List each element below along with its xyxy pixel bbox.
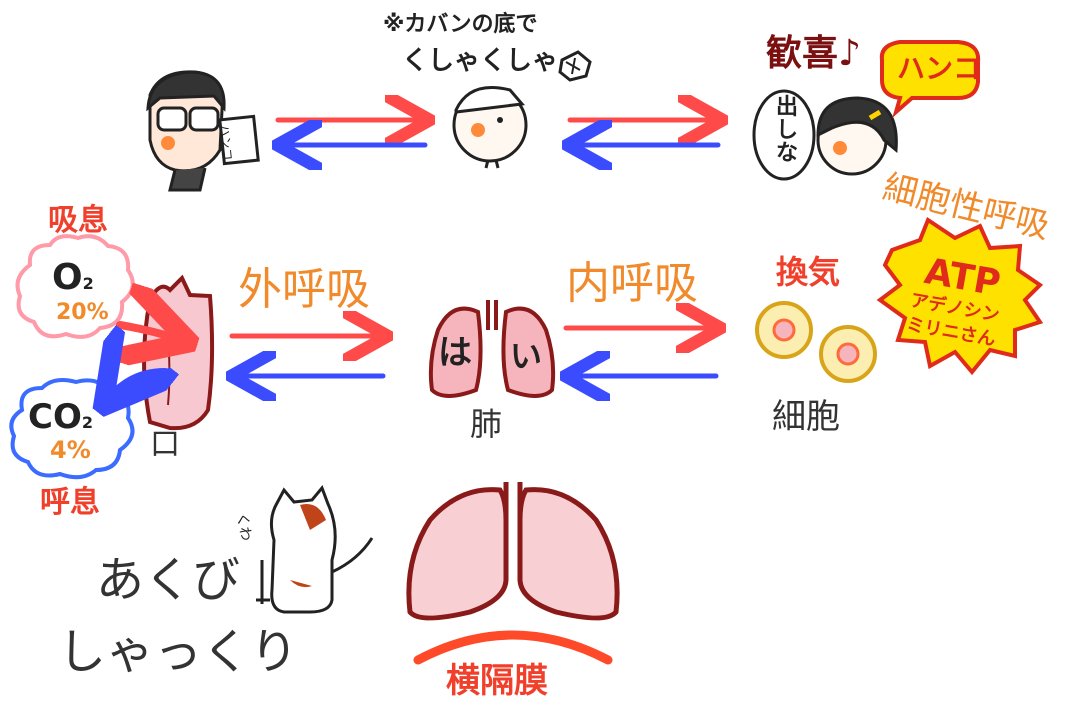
note-line-1: ※カバンの底で (383, 12, 538, 37)
large-lungs-icon (406, 482, 620, 621)
atp-burst (876, 216, 1044, 376)
o2-percent: 20% (56, 300, 109, 325)
co2-percent: 4% (50, 436, 91, 464)
exchange-label: 換気 (776, 253, 841, 291)
internal-respiration-label: 内呼吸 (566, 258, 698, 309)
joy-text: 歓喜♪ (766, 33, 861, 74)
cells-label: 細胞 (772, 397, 840, 437)
lungs-icon (428, 300, 556, 398)
speech-oval (752, 89, 816, 181)
hanko-bubble (879, 40, 981, 118)
o2-formula: O2 (52, 257, 94, 298)
lungs-left-text: は (438, 333, 472, 373)
note-line-2: くしゃくしゃ (402, 46, 559, 76)
refuse-text: 出しな (776, 95, 799, 167)
exhale-arrow (108, 372, 165, 400)
co2-formula: CO2 (28, 397, 93, 437)
hiccup-label: しゃっくり (58, 624, 299, 680)
girl-face-icon (816, 96, 898, 176)
officer-face-icon (146, 70, 260, 192)
lungs-label: 肺 (470, 405, 503, 443)
exhale-label: 呼息 (40, 485, 100, 520)
bubble-text: ハンコ (897, 52, 982, 85)
cat-icon (256, 485, 374, 614)
crumpled-paper-icon (558, 50, 592, 82)
mouth-icon (142, 274, 215, 431)
cells-icon (755, 301, 877, 383)
paper-text: ハンコ (217, 123, 235, 162)
mouth-label: 口 (150, 427, 180, 462)
external-respiration-label: 外呼吸 (238, 264, 370, 315)
yawn-label: あくび (96, 552, 241, 608)
kid-face-icon (452, 86, 528, 169)
lungs-right-text: い (510, 337, 543, 375)
diaphragm-curve (413, 630, 613, 665)
inhale-label: 吸息 (48, 203, 108, 238)
diaphragm-label: 横隔膜 (446, 661, 548, 701)
